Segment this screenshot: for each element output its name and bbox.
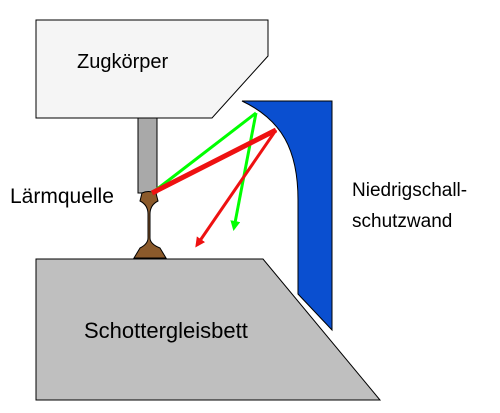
train-body-shape <box>35 19 269 119</box>
train-body-label: Zugkörper <box>77 51 168 73</box>
barrier-label-line1: Niedrigschall- <box>352 180 467 201</box>
ray-red-reflected <box>195 129 278 248</box>
ballast-bed-label: Schottergleisbett <box>84 318 248 343</box>
ray-green-incident <box>151 111 257 195</box>
barrier-label-line2: schutzwand <box>352 211 452 232</box>
ballast-bed-shape <box>35 258 382 401</box>
ray-red-incident <box>150 127 278 196</box>
rail-profile <box>133 191 167 259</box>
axle-rod <box>137 117 158 194</box>
noise-barrier-wall <box>241 100 333 332</box>
noise-source-label: Lärmquelle <box>10 185 114 208</box>
ray-green-reflected <box>230 112 258 231</box>
